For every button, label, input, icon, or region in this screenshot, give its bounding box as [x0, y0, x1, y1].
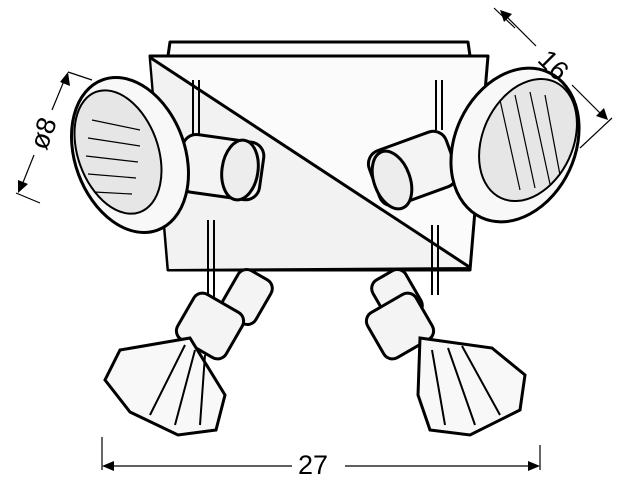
dimension-diameter	[15, 71, 93, 204]
spotlight-bottom-left	[103, 268, 274, 437]
width-dimension-label: 27	[298, 450, 329, 480]
spotlight-top-right	[366, 66, 581, 224]
dimension-width	[101, 437, 541, 471]
dimension-depth	[493, 7, 613, 149]
spotlight-bottom-right	[364, 268, 527, 437]
spotlight-top-left	[70, 76, 266, 234]
stems	[192, 80, 443, 300]
